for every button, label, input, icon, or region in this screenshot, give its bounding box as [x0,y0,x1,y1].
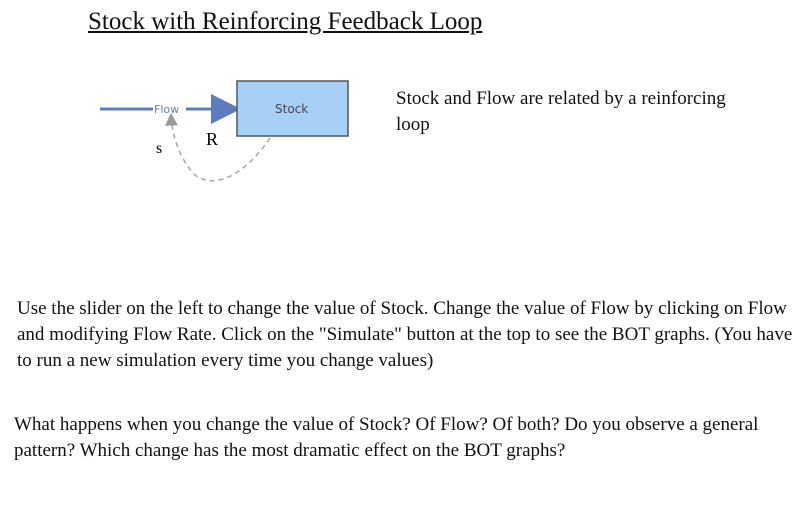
stock-label[interactable]: Stock [275,102,308,116]
instructions-paragraph: Use the slider on the left to change the… [17,298,793,371]
questions-paragraph: What happens when you change the value o… [14,414,759,461]
feedback-link [165,112,271,182]
side-description: Stock and Flow are related by a reinforc… [396,88,726,135]
page-title: Stock with Reinforcing Feedback Loop [88,8,483,35]
stock-box[interactable] [236,80,349,137]
flow-label[interactable]: Flow [154,103,179,116]
loop-label: R [206,129,218,149]
polarity-label: s [156,140,162,157]
